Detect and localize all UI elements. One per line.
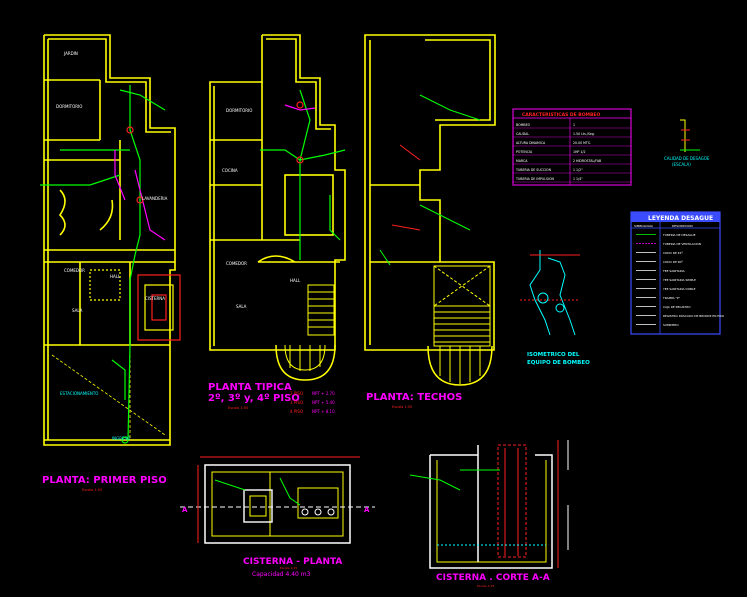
plan-techos-pipes <box>379 94 481 266</box>
level-npt3: NPT + 5.40 <box>312 400 335 405</box>
bombeo-row-value: 20.00 MTS. <box>573 141 591 145</box>
bombeo-row-label: CAUDAL <box>516 132 529 136</box>
isometrico-title-line2: EQUIPO DE BOMBEO <box>527 360 590 366</box>
legend-item-label: YEE SANITARIA SIMPLE <box>663 278 696 282</box>
room-cocina-label: COCINA <box>222 168 238 173</box>
plan-techos-shaft <box>427 265 493 386</box>
title-cisterna-planta: CISTERNA - PLANTA <box>243 557 342 567</box>
room-ingreso-label: INGRESO <box>112 436 130 441</box>
legend-item-label: CODO DE 45º <box>663 251 683 255</box>
legend-item-label: CODO DE 90º <box>663 260 683 264</box>
cisterna-planta: A A CISTERNA - PLANTA Escala 1:25 Capaci… <box>180 456 375 578</box>
room-hall-label-1: HALL <box>110 274 121 279</box>
legend-item-label: REGISTRO ROSCADO DE BRONCE EN PISO <box>663 314 725 318</box>
bombeo-table-title: CARACTERISTICAS DE BOMBEO <box>522 112 601 118</box>
plan-tipica-stair <box>275 284 336 381</box>
plan-primer-piso-pipes <box>40 85 166 444</box>
calidad-title-line2: (ESCALA) <box>672 162 691 167</box>
legend-item-label: TUBERIA DE VENTILACION <box>662 242 701 246</box>
legend-item-label: SUMIDERO <box>663 323 679 327</box>
legend-item-label: TUBERIA DE DESAGUE <box>662 233 696 237</box>
title-cisterna-corte: CISTERNA . CORTE A-A <box>436 573 550 583</box>
bombeo-row-value: 1.50 Lts./Seg. <box>573 132 595 136</box>
plan-tipica <box>209 34 346 351</box>
bombeo-row-label: TUBERIA DE SUCCION <box>515 168 552 172</box>
room-sala-label-2: SALA <box>236 304 247 309</box>
level-piso2: 2 PISO <box>290 391 303 396</box>
room-sala-label-1: SALA <box>72 308 83 313</box>
level-npt2: NPT + 2.70 <box>312 391 335 396</box>
room-comedor-label-1: COMEDOR <box>64 268 85 273</box>
scale-cisterna-corte: Escala 1:25 <box>477 584 494 588</box>
bombeo-row-label: TUBERIA DE IMPULSION <box>515 177 555 181</box>
scale-tipica: Escala 1:50 <box>228 406 248 410</box>
cisterna-section-mark-right: A <box>364 506 370 514</box>
level-labels: 2 PISO NPT + 2.70 3 PISO NPT + 5.40 4 PI… <box>290 391 335 414</box>
scale-cisterna-planta: Escala 1:25 <box>280 566 297 570</box>
level-piso3: 3 PISO <box>290 400 303 405</box>
legend-header-description: DESCRIPCION <box>672 224 693 228</box>
plan-primer-piso <box>43 34 176 446</box>
room-comedor-label-2: COMEDOR <box>226 261 247 266</box>
level-npt4: NPT + 8.10 <box>312 409 335 414</box>
legend-item-label: TRAMPA "P" <box>662 296 681 300</box>
title-tipica-line1: PLANTA TIPICA <box>208 382 292 393</box>
bombeo-row-value: 1 1/4" <box>573 177 583 181</box>
legend-item-label: CAJA DE REGISTRO <box>663 305 691 309</box>
room-jardin-label: JARDIN <box>63 51 78 56</box>
bombeo-row-label: POTENCIA <box>516 150 533 154</box>
isometrico-bombeo: ISOMETRICO DEL EQUIPO DE BOMBEO <box>520 250 590 366</box>
scale-techos: Escala 1:50 <box>392 405 412 409</box>
bombeo-row-value: 1 1/2" <box>573 168 583 172</box>
calidad-desague-detail: CALIDAD DE DESAGÜE (ESCALA) <box>664 119 710 167</box>
plan-tipica-pipes <box>260 89 346 260</box>
room-dormitorio-label-2: DORMITORIO <box>226 108 252 113</box>
title-tipica-line2: 2º, 3º y, 4º PISO <box>208 393 300 404</box>
cisterna-section-mark-left: A <box>182 506 188 514</box>
cisterna-capacidad: Capacidad 4.40 m3 <box>252 571 311 578</box>
legend-rows: TUBERIA DE DESAGUE TUBERIA DE VENTILACION… <box>636 233 725 327</box>
room-hall-label-2: HALL <box>290 278 301 283</box>
legend-title: LEYENDA DESAGUE <box>648 215 713 222</box>
plan-techos <box>364 34 496 351</box>
bombeo-row-value: 1 <box>573 123 575 127</box>
legend-item-label: TEE SANITARIA <box>662 269 685 273</box>
plan-primer-piso-cisterna <box>89 269 181 341</box>
scale-primer-piso: Escala 1:50 <box>82 488 102 492</box>
title-techos: PLANTA: TECHOS <box>366 392 462 403</box>
legend-header-symbol: SIMBOLOGIA <box>634 224 654 228</box>
calidad-title-line1: CALIDAD DE DESAGÜE <box>664 156 710 161</box>
level-piso4: 4 PISO <box>290 409 303 414</box>
room-dormitorio-label-1: DORMITORIO <box>56 104 82 109</box>
isometrico-title-line1: ISOMETRICO DEL <box>527 352 580 358</box>
cisterna-corte: CISTERNA . CORTE A-A Escala 1:25 <box>409 440 569 588</box>
bombeo-row-value: 2 HIDROSTAL/FAB <box>573 159 601 163</box>
title-primer-piso: PLANTA: PRIMER PISO <box>42 475 167 486</box>
bombeo-row-label: MARCA <box>516 159 528 163</box>
bombeo-row-label: ALTURA DINAMICA <box>516 141 546 145</box>
room-lavanderia-label: LAVANDERIA <box>142 196 168 201</box>
room-cisterna-label: CISTERNA <box>145 296 165 301</box>
bombeo-row-label: BOMBEO <box>516 123 531 127</box>
room-estacionamiento-label: ESTACIONAMIENTO <box>60 391 98 396</box>
bombeo-row-value: 1HP 1/2 <box>573 150 586 154</box>
legend-item-label: YEE SANITARIA DOBLE <box>663 287 696 291</box>
legend-desague: LEYENDA DESAGUE SIMBOLOGIA DESCRIPCION T… <box>630 211 725 335</box>
